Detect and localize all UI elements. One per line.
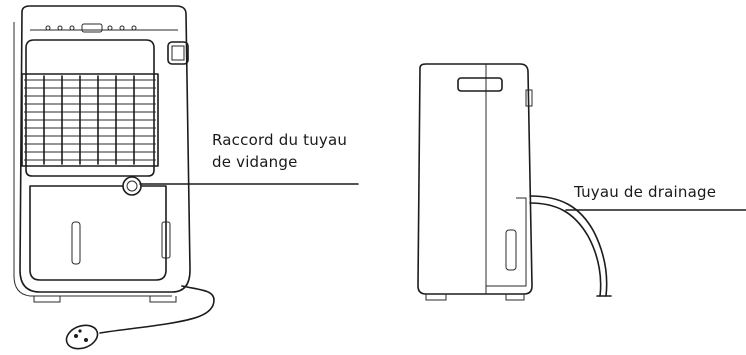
drain-hose — [529, 195, 608, 297]
drain-connector-label-line2: de vidange — [212, 153, 298, 171]
air-grille — [21, 73, 159, 167]
power-cord — [99, 285, 215, 334]
drain-connector — [122, 176, 142, 196]
dehumidifier-side-view — [417, 63, 612, 301]
control-panel — [45, 23, 137, 33]
dehumidifier-front-view — [13, 5, 215, 350]
power-plug-icon — [65, 324, 99, 350]
handle-slot — [457, 77, 503, 92]
drain-connector-label-line1: Raccord du tuyau — [212, 131, 348, 149]
drain-hose-label: Tuyau de drainage — [574, 183, 717, 201]
water-tank — [29, 185, 167, 281]
side-handle — [167, 41, 189, 65]
water-level-window — [71, 221, 81, 265]
